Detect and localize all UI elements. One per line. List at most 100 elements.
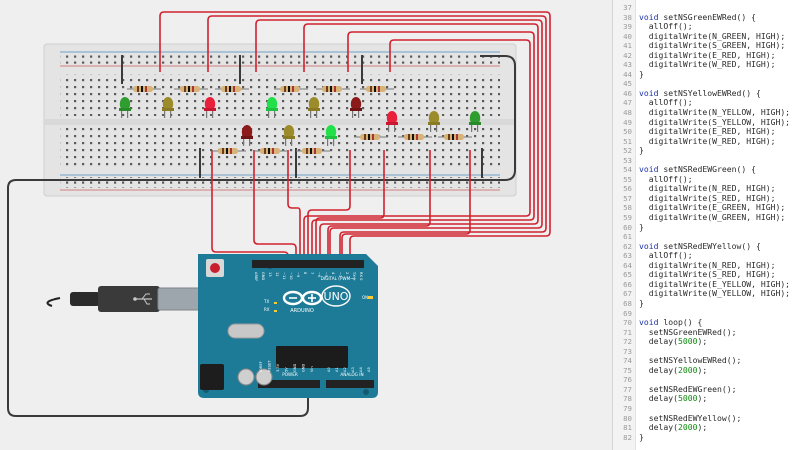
line-number: 70 xyxy=(623,318,632,328)
code-keyword: void xyxy=(639,164,659,175)
black-wires[interactable] xyxy=(7,55,516,417)
code-line[interactable]: 64 digitalWrite(N_RED, HIGH); xyxy=(613,259,800,271)
code-text: delay(5000); xyxy=(639,393,708,404)
code-line[interactable]: 53 xyxy=(613,156,800,166)
pin-label: ~10 xyxy=(289,272,293,280)
code-line[interactable]: 76 xyxy=(613,375,800,385)
code-text: allOff(); xyxy=(639,97,693,108)
code-line[interactable]: 42 digitalWrite(E_RED, HIGH); xyxy=(613,50,800,61)
code-text: digitalWrite(N_RED, HIGH); xyxy=(639,259,776,270)
line-number: 80 xyxy=(623,413,632,423)
code-text: digitalWrite(S_GREEN, HIGH); xyxy=(639,40,786,51)
analog-label: ANALOG IN xyxy=(340,372,363,377)
code-line[interactable]: 74 setNSYellowEWRed(); xyxy=(613,356,800,366)
code-line[interactable]: 56 digitalWrite(N_RED, HIGH); xyxy=(613,184,800,194)
code-line[interactable]: 61 xyxy=(613,232,800,242)
code-line[interactable]: 68} xyxy=(613,298,800,309)
line-number-gutter xyxy=(613,0,636,450)
code-number: 2000 xyxy=(677,364,698,375)
line-number: 57 xyxy=(623,193,632,203)
code-text: digitalWrite(E_YELLOW, HIGH); xyxy=(639,278,791,289)
code-line[interactable]: 71 setNSGreenEWRed(); xyxy=(613,326,800,338)
pin-label: ~3 xyxy=(338,272,342,277)
code-line[interactable]: 52} xyxy=(613,146,800,156)
code-text: } xyxy=(639,221,644,232)
line-number: 67 xyxy=(623,289,632,299)
pin-label: 7 xyxy=(310,272,314,274)
code-line[interactable]: 63 allOff(); xyxy=(613,251,800,261)
pin-label: RESET xyxy=(268,360,272,372)
led-yellow-4 xyxy=(428,111,440,132)
digital-label: DIGITAL (PWM~) xyxy=(321,276,356,281)
circuit-canvas[interactable]: UNO ARDUINO DIGITAL (PWM~) ANALOG IN POW… xyxy=(0,0,612,450)
line-number: 37 xyxy=(623,3,632,12)
red-wires[interactable] xyxy=(159,11,551,262)
arduino-board[interactable]: UNO ARDUINO DIGITAL (PWM~) ANALOG IN POW… xyxy=(198,254,378,398)
code-line[interactable]: 37 xyxy=(613,3,800,13)
code-line[interactable]: 80 setNSRedEWYellow(); xyxy=(613,413,800,424)
resistors[interactable] xyxy=(127,86,472,154)
pin-label: TX 1 xyxy=(352,271,356,280)
pin-label: A0 xyxy=(327,367,331,372)
code-text: void setNSRedEWYellow() { xyxy=(639,240,761,251)
code-text: void loop() { xyxy=(639,317,703,328)
code-text: void setNSYellowEWRed() { xyxy=(639,87,761,98)
code-line[interactable]: 77 setNSRedEWGreen(); xyxy=(613,383,800,395)
code-line[interactable]: 82} xyxy=(613,432,800,443)
code-line[interactable]: 59 digitalWrite(W_GREEN, HIGH); xyxy=(613,212,800,223)
code-line[interactable]: 41 digitalWrite(S_GREEN, HIGH); xyxy=(613,41,800,51)
code-line[interactable]: 49 digitalWrite(S_YELLOW, HIGH); xyxy=(613,117,800,128)
code-text: setNSRedEWGreen(); xyxy=(639,383,737,394)
line-number: 62 xyxy=(623,241,632,251)
code-text: void setNSGreenEWRed() { xyxy=(639,11,756,22)
line-number: 60 xyxy=(623,222,632,232)
code-line[interactable]: 55 allOff(); xyxy=(613,174,800,185)
code-line[interactable]: 65 digitalWrite(S_RED, HIGH); xyxy=(613,270,800,280)
code-text: allOff(); xyxy=(639,250,693,261)
pin-label: 2 xyxy=(345,272,349,274)
code-line[interactable]: 62 void setNSRedEWYellow() { xyxy=(613,240,800,252)
code-line[interactable]: 69 xyxy=(613,309,800,319)
code-line[interactable]: 75 delay(2000); xyxy=(613,364,800,376)
code-keyword: void xyxy=(639,87,659,98)
leds[interactable] xyxy=(119,97,481,146)
code-line[interactable]: 60} xyxy=(613,221,800,233)
code-line[interactable]: 50 digitalWrite(E_RED, HIGH); xyxy=(613,127,800,137)
usb-cable[interactable] xyxy=(46,286,203,312)
code-line[interactable]: 58 digitalWrite(E_GREEN, HIGH); xyxy=(613,203,800,213)
line-number: 40 xyxy=(623,31,632,41)
pin-label: 8 xyxy=(303,272,307,275)
code-line[interactable]: 73 xyxy=(613,347,800,357)
code-line[interactable]: 39 allOff(); xyxy=(613,22,800,32)
code-line[interactable]: 78 delay(5000); xyxy=(613,394,800,404)
code-line[interactable]: 48 digitalWrite(N_YELLOW, HIGH); xyxy=(613,107,800,118)
code-keyword: void xyxy=(639,317,659,328)
code-line[interactable]: 47 allOff(); xyxy=(613,98,800,108)
code-line[interactable]: 40 digitalWrite(N_GREEN, HIGH); xyxy=(613,31,800,42)
pin-label: A5 xyxy=(367,367,371,372)
code-line[interactable]: 81 delay(2000); xyxy=(613,422,800,433)
code-line[interactable]: 70 void loop() { xyxy=(613,317,800,328)
code-line[interactable]: 51 digitalWrite(W_RED, HIGH); xyxy=(613,136,800,147)
code-text: delay(2000); xyxy=(639,364,708,375)
pin-label: IOREF xyxy=(259,361,263,372)
code-line[interactable]: 72 delay(5000); xyxy=(613,336,800,347)
code-text: setNSGreenEWRed(); xyxy=(639,326,737,337)
code-line[interactable]: 44} xyxy=(613,69,800,80)
code-line[interactable]: 45 xyxy=(613,79,800,89)
code-line[interactable]: 57 digitalWrite(S_RED, HIGH); xyxy=(613,193,800,204)
code-line[interactable]: 66 digitalWrite(E_YELLOW, HIGH); xyxy=(613,278,800,290)
led-red-3 xyxy=(241,125,253,146)
code-line[interactable]: 43 digitalWrite(W_RED, HIGH); xyxy=(613,60,800,70)
breadboard[interactable] xyxy=(43,43,517,197)
code-line[interactable]: 67 digitalWrite(W_YELLOW, HIGH); xyxy=(613,289,800,299)
line-number: 74 xyxy=(623,356,632,366)
code-line[interactable]: 79 xyxy=(613,404,800,414)
led-yellow-2 xyxy=(308,97,320,118)
code-text: delay(5000); xyxy=(639,336,708,347)
